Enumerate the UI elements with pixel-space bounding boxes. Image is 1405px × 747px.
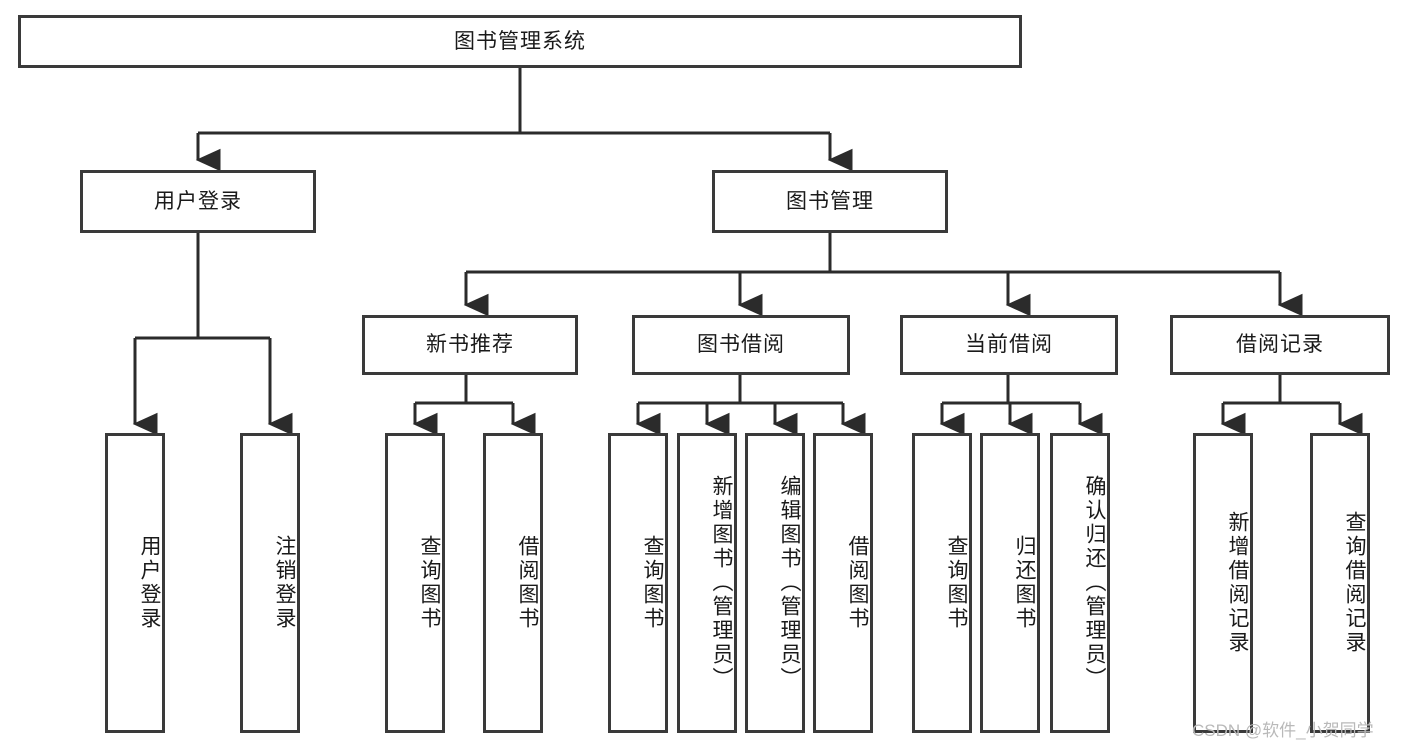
leaf-user-login[interactable]: 用户登录 xyxy=(105,433,165,733)
leaf-borrow-book-newbook-label: 借阅图书 xyxy=(516,535,539,631)
leaf-edit-book-admin-label: 编辑图书（管理员） xyxy=(778,475,801,691)
node-current-borrow-label: 当前借阅 xyxy=(965,333,1053,357)
leaf-add-borrow-record-label: 新增借阅记录 xyxy=(1226,511,1249,655)
node-new-book-recommend[interactable]: 新书推荐 xyxy=(362,315,578,375)
node-new-book-recommend-label: 新书推荐 xyxy=(426,333,514,357)
leaf-add-borrow-record[interactable]: 新增借阅记录 xyxy=(1193,433,1253,733)
leaf-user-logout[interactable]: 注销登录 xyxy=(240,433,300,733)
node-current-borrow[interactable]: 当前借阅 xyxy=(900,315,1118,375)
leaf-edit-book-admin[interactable]: 编辑图书（管理员） xyxy=(745,433,805,733)
leaf-query-book-newbook-label: 查询图书 xyxy=(418,535,441,631)
leaf-query-book-borrow-label: 查询图书 xyxy=(641,535,664,631)
leaf-confirm-return-admin[interactable]: 确认归还（管理员） xyxy=(1050,433,1110,733)
node-root[interactable]: 图书管理系统 xyxy=(18,15,1022,68)
leaf-query-book-current-label: 查询图书 xyxy=(945,535,968,631)
leaf-query-borrow-record-label: 查询借阅记录 xyxy=(1343,511,1366,655)
node-borrow-records[interactable]: 借阅记录 xyxy=(1170,315,1390,375)
leaf-query-borrow-record[interactable]: 查询借阅记录 xyxy=(1310,433,1370,733)
node-root-label: 图书管理系统 xyxy=(454,29,586,53)
node-user-login-label: 用户登录 xyxy=(154,189,242,213)
leaf-query-book-borrow[interactable]: 查询图书 xyxy=(608,433,668,733)
leaf-borrow-book[interactable]: 借阅图书 xyxy=(813,433,873,733)
leaf-borrow-book-label: 借阅图书 xyxy=(846,535,869,631)
leaf-user-login-label: 用户登录 xyxy=(138,535,161,631)
node-book-management-label: 图书管理 xyxy=(786,189,874,213)
leaf-return-book-label: 归还图书 xyxy=(1013,535,1036,631)
leaf-return-book[interactable]: 归还图书 xyxy=(980,433,1040,733)
leaf-confirm-return-admin-label: 确认归还（管理员） xyxy=(1083,475,1106,691)
leaf-query-book-current[interactable]: 查询图书 xyxy=(912,433,972,733)
node-book-management[interactable]: 图书管理 xyxy=(712,170,948,233)
leaf-add-book-admin-label: 新增图书（管理员） xyxy=(710,475,733,691)
node-borrow-records-label: 借阅记录 xyxy=(1236,333,1324,357)
node-book-borrow-label: 图书借阅 xyxy=(697,333,785,357)
leaf-borrow-book-newbook[interactable]: 借阅图书 xyxy=(483,433,543,733)
leaf-add-book-admin[interactable]: 新增图书（管理员） xyxy=(677,433,737,733)
leaf-query-book-newbook[interactable]: 查询图书 xyxy=(385,433,445,733)
node-user-login[interactable]: 用户登录 xyxy=(80,170,316,233)
node-book-borrow[interactable]: 图书借阅 xyxy=(632,315,850,375)
leaf-user-logout-label: 注销登录 xyxy=(273,535,296,631)
csdn-watermark: CSDN @软件_小贺同学 xyxy=(1192,721,1374,740)
